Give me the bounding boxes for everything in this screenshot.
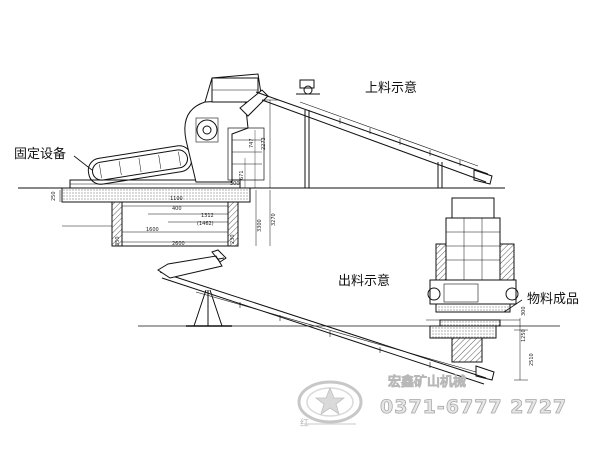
dim-747: 747 [249, 138, 255, 148]
dim-2273: 2273 [261, 137, 267, 150]
dim-300-a: 300 [230, 181, 240, 187]
fixed-installation [18, 73, 505, 247]
label-discharge-diagram: 出料示意 [338, 274, 391, 289]
crusher-side-view [426, 197, 528, 381]
dim-2600: 2600 [172, 241, 185, 247]
label-fixed-equipment: 固定设备 [14, 147, 67, 162]
dim-2510: 2510 [529, 353, 535, 366]
dim-230: 230 [230, 234, 236, 244]
watermark-phone: 0371-6777 2727 [380, 396, 568, 418]
dim-250-a: 250 [51, 191, 57, 201]
dim-671: 671 [239, 170, 245, 180]
dim-1312: 1312 [201, 213, 214, 219]
dim-1250: 1250 [521, 329, 527, 342]
dim-350: 350 [115, 236, 121, 246]
leader-lines [73, 155, 523, 313]
watermark-company: 宏鑫矿山机械 [388, 375, 467, 390]
feed-conveyor [255, 79, 493, 188]
dim-1100: 1100 [170, 196, 183, 202]
dim-1462: (1462) [197, 221, 214, 227]
watermark-logo [297, 380, 363, 425]
dim-400: 400 [172, 206, 182, 212]
dim-300-b: 300 [521, 306, 527, 316]
dim-3270: 3270 [271, 213, 277, 226]
dim-1600: 1600 [146, 227, 159, 233]
label-finished-material: 物料成品 [527, 292, 580, 307]
dim-3300: 3300 [257, 219, 263, 232]
label-feed-diagram: 上料示意 [365, 81, 418, 96]
watermark-logo-char: 红 [300, 419, 310, 429]
